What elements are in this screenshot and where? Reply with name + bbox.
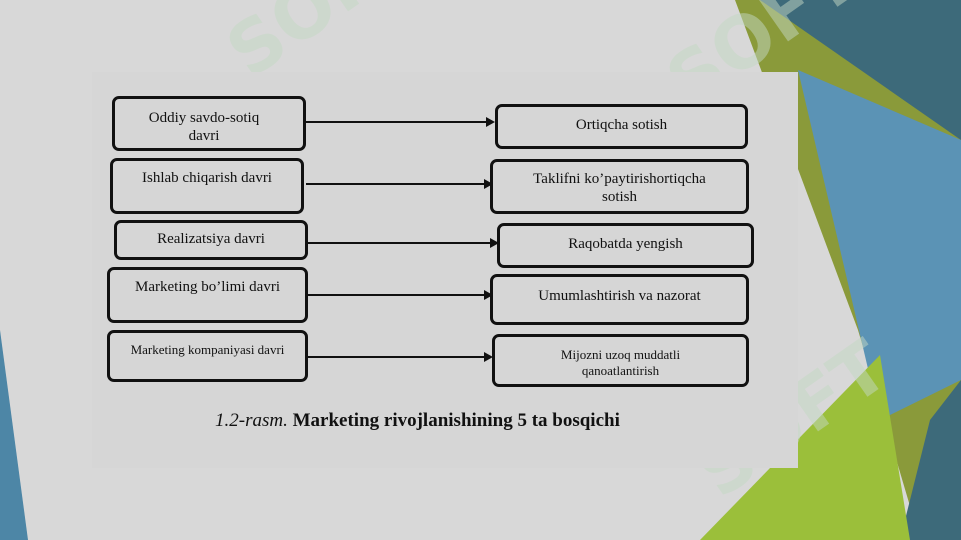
arrow-connector xyxy=(308,238,499,248)
left-stage-box: Ishlab chiqarish davri xyxy=(110,158,304,214)
dark-teal-stripe xyxy=(760,0,961,140)
left-blue-sliver xyxy=(0,330,28,540)
left-stage-box: Marketing bo’limi davri xyxy=(107,267,308,323)
left-stage-box: Realizatsiya davri xyxy=(114,220,308,260)
blue-stripe xyxy=(798,70,961,420)
right-stage-box: Ortiqcha sotish xyxy=(495,104,748,149)
right-stage-box: Raqobatda yengish xyxy=(497,223,754,268)
arrow-connector xyxy=(306,179,493,189)
right-stage-box: Taklifni ko’paytirishortiqcha sotish xyxy=(490,159,749,214)
right-stage-box: Mijozni uzoq muddatli qanoatlantirish xyxy=(492,334,749,387)
right-stage-box: Umumlashtirish va nazorat xyxy=(490,274,749,325)
left-stage-box: Oddiy savdo-sotiq davri xyxy=(112,96,306,151)
arrow-connector xyxy=(308,352,493,362)
arrow-connector xyxy=(306,117,495,127)
figure-caption: 1.2-rasm. Marketing rivojlanishining 5 t… xyxy=(215,410,620,432)
caption-number: 1.2-rasm. xyxy=(215,410,288,431)
dark-teal-corner xyxy=(900,380,961,540)
green-stripe xyxy=(700,355,910,540)
left-stage-box: Marketing kompaniyasi davri xyxy=(107,330,308,382)
caption-title: Marketing rivojlanishining 5 ta bosqichi xyxy=(292,410,620,431)
arrow-connector xyxy=(308,290,493,300)
